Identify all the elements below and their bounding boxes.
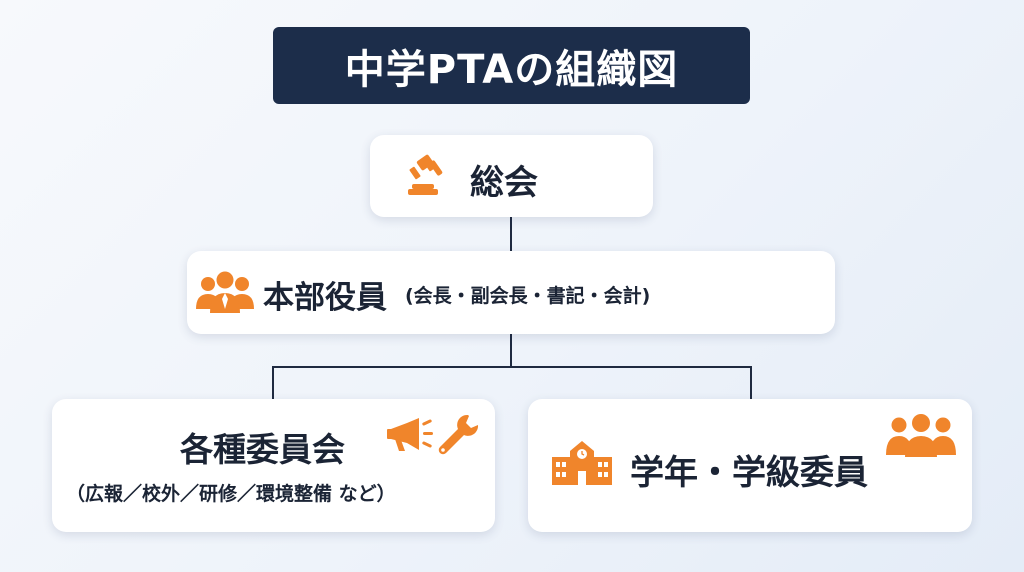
connector-horizontal xyxy=(272,366,752,368)
node-detail: （広報／校外／研修／環境整備 など） xyxy=(66,483,396,505)
title-banner: 中学PTAの組織図 xyxy=(273,27,750,104)
node-label: 学年・学級委員 xyxy=(630,453,868,493)
connector-general-to-exec xyxy=(510,217,512,251)
node-label: 各種委員会 xyxy=(180,430,345,469)
node-committees: 各種委員会 （広報／校外／研修／環境整備 など） xyxy=(52,399,495,532)
gavel-icon xyxy=(408,154,443,195)
connector-to-grade xyxy=(750,366,752,399)
node-detail: (会長・副会長・書記・会計) xyxy=(405,285,651,307)
node-executive: 本部役員 (会長・副会長・書記・会計) xyxy=(187,251,835,334)
node-label: 本部役員 xyxy=(263,280,387,316)
wrench-icon xyxy=(438,414,479,455)
connector-to-committees xyxy=(272,366,274,399)
people-group-icon xyxy=(196,271,254,313)
megaphone-icon xyxy=(387,418,433,451)
people-group-icon xyxy=(886,414,956,457)
school-building-icon xyxy=(552,441,612,485)
diagram-title: 中学PTAの組織図 xyxy=(344,46,679,93)
connector-exec-down xyxy=(510,334,512,367)
node-label: 総会 xyxy=(470,163,538,203)
node-grade-class: 学年・学級委員 xyxy=(528,399,972,532)
node-general-assembly: 総会 xyxy=(370,135,653,217)
